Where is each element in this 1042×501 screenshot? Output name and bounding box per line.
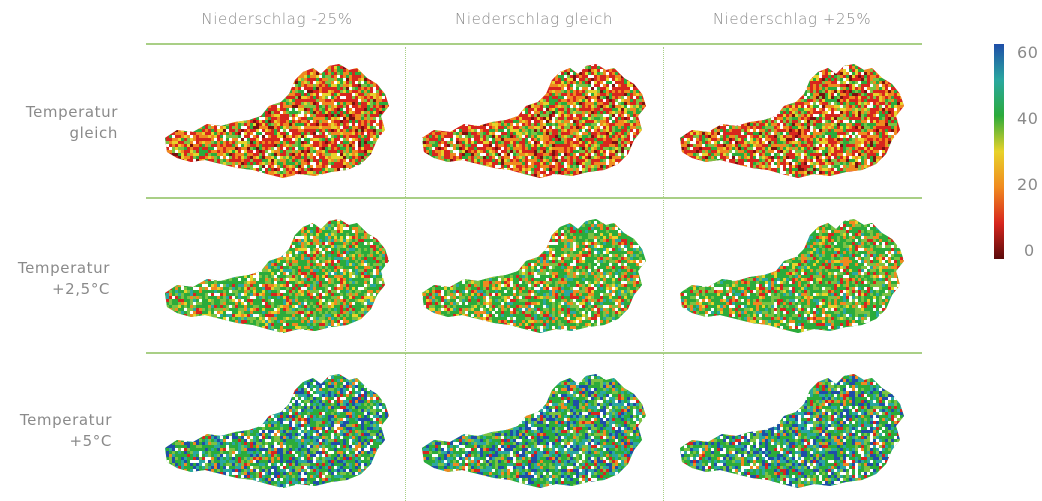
column-header-precip-plus-25: Niederschlag +25% — [663, 10, 921, 28]
map-temp-plus-5-precip-minus-25 — [165, 374, 389, 488]
map-cells — [165, 64, 389, 178]
column-header-precip-same: Niederschlag gleich — [405, 10, 663, 28]
divider-row-2 — [146, 352, 922, 354]
map-temp-same-precip-same — [422, 64, 646, 178]
map-cells — [680, 374, 904, 488]
map-cells — [422, 219, 646, 333]
legend-tick-0: 0 — [1024, 241, 1035, 260]
map-temp-same-precip-plus-25 — [680, 64, 904, 178]
legend-tick-20: 20 — [1017, 175, 1039, 194]
map-cells — [422, 64, 646, 178]
column-separator-1 — [405, 47, 406, 501]
row-label-line2: +2,5°C — [0, 279, 110, 300]
column-header-precip-minus-25: Niederschlag -25% — [148, 10, 406, 28]
map-temp-same-precip-minus-25 — [165, 64, 389, 178]
map-temp-plus-5-precip-same — [422, 374, 646, 488]
map-cells — [165, 219, 389, 333]
row-label-temp-plus-2-5: Temperatur +2,5°C — [0, 258, 110, 300]
row-label-line1: Temperatur — [0, 258, 110, 279]
map-temp-plus-2-5-precip-same — [422, 219, 646, 333]
map-cells — [422, 374, 646, 488]
map-cells — [165, 374, 389, 488]
legend-color-bar — [994, 44, 1004, 259]
row-label-line2: gleich — [0, 123, 118, 144]
map-temp-plus-2-5-precip-minus-25 — [165, 219, 389, 333]
map-cells — [680, 219, 904, 333]
row-label-temp-plus-5: Temperatur +5°C — [0, 410, 112, 452]
map-cells — [680, 64, 904, 178]
row-label-line1: Temperatur — [0, 102, 118, 123]
legend-tick-60: 60 — [1017, 43, 1039, 62]
legend-tick-40: 40 — [1017, 109, 1039, 128]
row-label-temp-same: Temperatur gleich — [0, 102, 118, 144]
divider-row-1 — [146, 197, 922, 199]
row-label-line2: +5°C — [0, 431, 112, 452]
map-temp-plus-2-5-precip-plus-25 — [680, 219, 904, 333]
divider-top — [146, 43, 922, 45]
map-temp-plus-5-precip-plus-25 — [680, 374, 904, 488]
column-separator-2 — [663, 47, 664, 501]
row-label-line1: Temperatur — [0, 410, 112, 431]
